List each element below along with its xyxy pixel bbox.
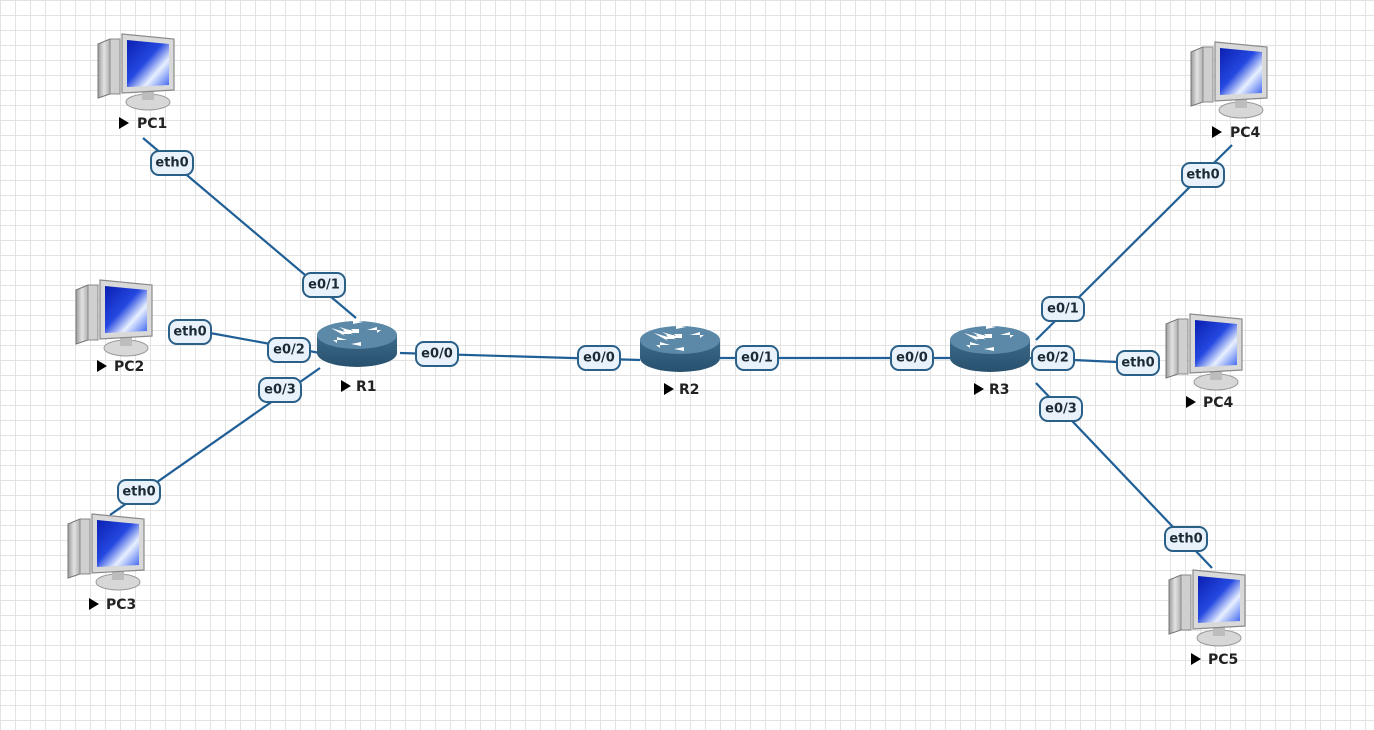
port-name: eth0 <box>1186 168 1219 183</box>
port-label-r1-e0-2[interactable]: e0/2 <box>267 337 311 363</box>
node-name: PC2 <box>114 359 144 375</box>
node-label-pc1[interactable]: PC1 <box>119 116 167 132</box>
port-label-r1-e0-0[interactable]: e0/0 <box>415 341 459 367</box>
node-label-pc2[interactable]: PC2 <box>97 359 144 375</box>
node-name: R3 <box>989 382 1010 398</box>
play-icon <box>1186 396 1196 408</box>
node-name: PC3 <box>106 597 136 613</box>
play-icon <box>341 380 351 392</box>
node-label-pc4-top[interactable]: PC4 <box>1212 125 1261 141</box>
node-label-pc3[interactable]: PC3 <box>89 597 136 613</box>
port-label-r2-e0-0[interactable]: e0/0 <box>577 345 621 371</box>
node-name: R2 <box>679 382 700 398</box>
node-pc4-top[interactable] <box>1190 41 1268 119</box>
port-name: e0/0 <box>583 351 615 366</box>
desktop-pc-icon <box>1190 41 1268 119</box>
play-icon <box>1212 126 1222 138</box>
port-label-r3-e0-2[interactable]: e0/2 <box>1031 345 1075 371</box>
port-name: eth0 <box>122 485 155 500</box>
node-name: PC1 <box>137 116 167 132</box>
port-label-pc4-top-eth0[interactable]: eth0 <box>1181 162 1225 188</box>
node-pc2[interactable] <box>75 279 153 357</box>
desktop-pc-icon <box>1168 569 1246 647</box>
port-label-r3-e0-0[interactable]: e0/0 <box>890 345 934 371</box>
port-name: e0/1 <box>741 351 773 366</box>
port-name: e0/3 <box>264 383 296 398</box>
node-label-r2[interactable]: R2 <box>664 382 700 398</box>
port-label-pc2-eth0[interactable]: eth0 <box>168 319 212 345</box>
port-name: e0/0 <box>421 347 453 362</box>
port-name: eth0 <box>1121 356 1154 371</box>
node-pc1[interactable] <box>97 33 175 111</box>
port-name: eth0 <box>173 325 206 340</box>
port-name: eth0 <box>155 156 188 171</box>
port-label-r3-e0-1[interactable]: e0/1 <box>1041 296 1085 322</box>
port-label-pc1-eth0[interactable]: eth0 <box>150 150 194 176</box>
node-pc5[interactable] <box>1168 569 1246 647</box>
desktop-pc-icon <box>75 279 153 357</box>
node-name: PC4 <box>1203 395 1234 411</box>
port-name: e0/1 <box>1047 302 1079 317</box>
node-label-r1[interactable]: R1 <box>341 379 377 395</box>
node-name: PC5 <box>1208 652 1238 668</box>
port-label-pc5-eth0[interactable]: eth0 <box>1164 526 1208 552</box>
port-label-pc3-eth0[interactable]: eth0 <box>117 479 161 505</box>
port-name: e0/0 <box>896 351 928 366</box>
port-label-pc4-right-eth0[interactable]: eth0 <box>1116 350 1160 376</box>
node-name: PC4 <box>1230 125 1261 141</box>
play-icon <box>974 383 984 395</box>
port-label-r2-e0-1[interactable]: e0/1 <box>735 345 779 371</box>
node-label-pc4-right[interactable]: PC4 <box>1186 395 1234 411</box>
desktop-pc-icon <box>67 513 145 591</box>
node-label-pc5[interactable]: PC5 <box>1191 652 1238 668</box>
port-label-r1-e0-3[interactable]: e0/3 <box>258 377 302 403</box>
play-icon <box>1191 653 1201 665</box>
port-name: eth0 <box>1169 532 1202 547</box>
port-name: e0/2 <box>1037 351 1069 366</box>
port-name: e0/2 <box>273 343 305 358</box>
play-icon <box>97 360 107 372</box>
port-name: e0/1 <box>308 278 340 293</box>
node-pc4-right[interactable] <box>1165 313 1243 391</box>
desktop-pc-icon <box>1165 313 1243 391</box>
node-pc3[interactable] <box>67 513 145 591</box>
port-label-r1-e0-1[interactable]: e0/1 <box>302 272 346 298</box>
desktop-pc-icon <box>97 33 175 111</box>
play-icon <box>119 117 129 129</box>
port-label-r3-e0-3[interactable]: e0/3 <box>1039 396 1083 422</box>
play-icon <box>664 383 674 395</box>
node-label-r3[interactable]: R3 <box>974 382 1010 398</box>
port-name: e0/3 <box>1045 402 1077 417</box>
play-icon <box>89 598 99 610</box>
node-name: R1 <box>356 379 377 395</box>
